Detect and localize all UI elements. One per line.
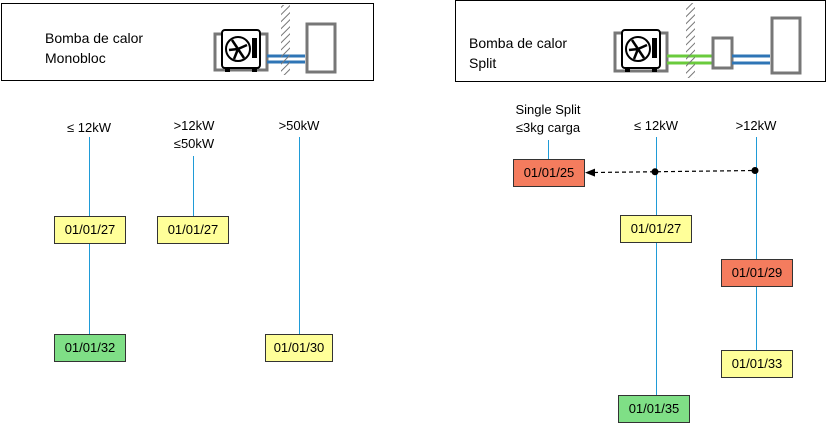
monobloc-col1-date2: 01/01/32: [54, 334, 126, 362]
split-heat-pump-diagram-icon: [613, 3, 802, 78]
monobloc-col3-label: >50kW: [279, 117, 320, 135]
split-col2-label: ≤ 12kW: [634, 117, 678, 135]
split-col1-label-line1: Single Split: [515, 102, 581, 117]
split-title: Bomba de calor Split: [469, 33, 567, 73]
monobloc-col2-line: [193, 156, 195, 217]
monobloc-title-line2: Monobloc: [45, 50, 106, 66]
split-title-line1: Bomba de calor: [469, 35, 568, 51]
monobloc-col2-label-line2: ≤50kW: [173, 136, 215, 151]
monobloc-col1-label: ≤ 12kW: [67, 119, 111, 137]
monobloc-title: Bomba de calor Monobloc: [45, 28, 143, 68]
split-col2-label-line1: ≤ 12kW: [634, 118, 678, 133]
split-col1-date1: 01/01/25: [513, 159, 585, 187]
split-wall-hatch-icon: [686, 3, 695, 78]
monobloc-col2-label: >12kW ≤50kW: [174, 117, 215, 153]
monobloc-col1-label-line1: ≤ 12kW: [67, 120, 111, 135]
split-dashed-arrow-icon: [585, 167, 759, 177]
split-col1-label-line2: ≤3kg carga: [515, 120, 581, 135]
split-col1-line: [548, 140, 550, 160]
monobloc-col1-date1: 01/01/27: [54, 216, 126, 244]
split-col1-label: Single Split ≤3kg carga: [515, 101, 580, 137]
arrow-head-icon: [585, 168, 595, 177]
split-outdoor-unit-icon: [621, 29, 661, 72]
junction-dot-icon: [651, 168, 659, 176]
wall-hatch-icon: [281, 5, 290, 75]
hydronic-module-icon: [711, 36, 734, 70]
monobloc-col2-date1: 01/01/27: [157, 216, 229, 244]
heat-pump-outdoor-unit-icon: [221, 29, 261, 72]
split-col2-date2: 01/01/35: [618, 395, 690, 423]
split-col3-date1: 01/01/29: [721, 259, 793, 287]
junction-dot-icon: [751, 167, 759, 174]
split-col2-date1: 01/01/27: [620, 215, 692, 243]
monobloc-title-line1: Bomba de calor: [45, 30, 144, 46]
split-col3-label-line1: >12kW: [735, 118, 777, 133]
split-title-line2: Split: [469, 55, 497, 71]
split-col3-label: >12kW: [736, 117, 777, 135]
split-col3-line: [755, 137, 757, 351]
split-col3-date2: 01/01/33: [721, 350, 793, 378]
split-indoor-unit-icon: [770, 16, 802, 75]
split-col2-line: [655, 137, 657, 396]
indoor-unit-icon: [305, 22, 337, 74]
monobloc-col3-label-line1: >50kW: [278, 118, 320, 133]
monobloc-col3-date1: 01/01/30: [265, 334, 333, 362]
monobloc-col2-label-line1: >12kW: [173, 118, 215, 133]
monobloc-col3-line: [298, 137, 300, 335]
monobloc-heat-pump-diagram-icon: [213, 5, 337, 75]
